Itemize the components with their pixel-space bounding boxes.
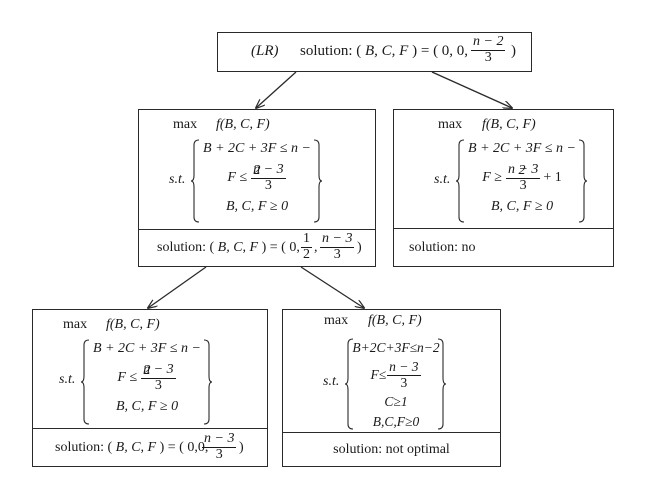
- right-brace-icon: [203, 339, 213, 425]
- constraint-2-lhs: F ≤: [117, 370, 138, 385]
- constraint-2-rhs: + 1: [543, 170, 562, 185]
- constraint-2-fraction: n − 3 3: [387, 359, 421, 390]
- node-divider: [33, 428, 267, 429]
- constraint-2-lhs: F ≥: [482, 170, 502, 185]
- solution-close: ): [357, 240, 362, 255]
- fraction-numerator: n − 3: [202, 431, 237, 448]
- right-brace-icon: [313, 139, 323, 223]
- root-content: (LR) solution: ( B, C, F ) = ( 0, 0,: [251, 43, 468, 60]
- bottom-right-solution: solution: not optimal: [333, 442, 450, 457]
- left-brace-icon: [456, 139, 465, 223]
- root-vars: B, C, F: [365, 43, 409, 59]
- solution-fraction-half: 1 2: [301, 231, 312, 262]
- solution-vars: B, C, F: [115, 440, 157, 455]
- constraint-1: B + 2C + 3F ≤ n − 2: [93, 341, 201, 378]
- left-brace-icon: [81, 339, 90, 425]
- root-node: (LR) solution: ( B, C, F ) = ( 0, 0, n −…: [217, 32, 532, 72]
- objective-function: f(B, C, F): [368, 313, 422, 328]
- edge-root-to-mid-right: [431, 71, 512, 108]
- constraint-2-fraction: n − 3 3: [505, 161, 541, 193]
- constraint-2-lhs: F ≤: [227, 170, 248, 185]
- constraint-2-fraction: n − 3 3: [251, 161, 286, 193]
- right-brace-icon: [578, 139, 588, 223]
- bottom-left-solution: solution: ( B, C, F ) = ( 0,0,: [55, 440, 208, 456]
- solution-eq: ) = ( 0,0,: [159, 440, 209, 455]
- objective-label: max: [63, 317, 88, 332]
- mid-right-node: max f(B, C, F) s.t. B + 2C + 3F ≤ n − 2 …: [393, 109, 614, 267]
- left-brace-icon: [191, 139, 200, 223]
- root-fraction-numerator: n − 2: [471, 34, 506, 51]
- subject-to-label: s.t.: [434, 172, 451, 187]
- constraint-2: F≤ n − 3 3: [351, 358, 441, 392]
- fraction-denominator: 3: [154, 377, 162, 393]
- objective-function: f(B, C, F): [106, 317, 160, 332]
- subject-to-label: s.t.: [59, 372, 76, 387]
- mid-right-solution: solution: no: [409, 240, 476, 255]
- fraction-numerator: n − 3: [387, 359, 421, 376]
- fraction-denominator: 2: [303, 246, 310, 262]
- fraction-numerator: n − 3: [251, 161, 286, 179]
- objective-label: max: [438, 117, 463, 132]
- root-label: (LR): [251, 43, 279, 59]
- node-divider: [139, 229, 375, 230]
- edge-mid-left-to-bottom-right: [300, 266, 364, 308]
- objective-label: max: [173, 117, 198, 132]
- node-divider: [283, 432, 500, 433]
- fraction-numerator: n − 3: [505, 161, 541, 179]
- edge-mid-left-to-bottom-left: [148, 266, 207, 308]
- edge-root-to-mid-left: [256, 71, 297, 108]
- subject-to-label: s.t.: [169, 172, 186, 187]
- subject-to-label: s.t.: [323, 374, 340, 389]
- fraction-denominator: 3: [519, 177, 527, 193]
- constraint-2: F ≤ n − 3 3: [199, 160, 315, 196]
- constraint-4: B,C,F≥0: [372, 414, 420, 429]
- solution-prefix: solution: (: [55, 440, 113, 455]
- solution-fraction: n − 3 3: [202, 431, 237, 462]
- constraints: B + 2C + 3F ≤ n − 2 F ≥ n − 3 3 + 1 B, C…: [464, 138, 580, 218]
- root-solution-eq: ) = ( 0, 0,: [412, 43, 469, 59]
- constraint-1: B + 2C + 3F ≤ n − 2: [203, 141, 311, 178]
- fraction-denominator: 3: [333, 246, 341, 262]
- root-fraction-denominator: 3: [484, 49, 492, 65]
- solution-fraction: n − 3 3: [320, 231, 355, 262]
- constraint-1: B+2C+3F≤n−2: [352, 340, 440, 355]
- solution-eq: ) = ( 0,: [261, 240, 300, 255]
- constraint-3: C≥1: [384, 394, 408, 409]
- node-divider: [394, 228, 613, 229]
- solution-vars: B, C, F: [217, 240, 259, 255]
- objective-label: max: [324, 313, 349, 328]
- root-solution-prefix: solution: (: [300, 43, 362, 59]
- constraint-2: F ≥ n − 3 3 + 1: [464, 160, 580, 196]
- fraction-numerator: n − 3: [320, 231, 355, 248]
- constraints: B + 2C + 3F ≤ n − 2 F ≤ n − 3 3 B, C, F …: [199, 138, 315, 218]
- solution-separator: ,: [314, 240, 318, 255]
- bottom-left-node: max f(B, C, F) s.t. B + 2C + 3F ≤ n − 2 …: [32, 309, 268, 467]
- constraint-1: B + 2C + 3F ≤ n − 2: [468, 141, 576, 178]
- mid-left-solution: solution: ( B, C, F ) = ( 0,: [157, 240, 300, 256]
- objective-function: f(B, C, F): [216, 117, 270, 132]
- bottom-right-node: max f(B, C, F) s.t. B+2C+3F≤n−2 F≤ n − 3…: [282, 309, 501, 467]
- constraint-3: B, C, F ≥ 0: [115, 399, 179, 414]
- left-brace-icon: [345, 338, 354, 430]
- constraint-2-fraction: n − 3 3: [141, 361, 176, 393]
- solution-prefix: solution: (: [157, 240, 215, 255]
- fraction-denominator: 3: [400, 374, 408, 390]
- constraint-2: F ≤ n − 3 3: [89, 360, 205, 396]
- fraction-denominator: 3: [215, 446, 223, 462]
- constraint-2-lhs: F≤: [370, 367, 387, 382]
- root-close: ): [511, 43, 516, 59]
- solution-close: ): [239, 440, 244, 455]
- constraints: B + 2C + 3F ≤ n − 2 F ≤ n − 3 3 B, C, F …: [89, 338, 205, 418]
- root-fraction: n − 2 3: [471, 34, 506, 65]
- mid-left-node: max f(B, C, F) s.t. B + 2C + 3F ≤ n − 2 …: [138, 109, 376, 267]
- fraction-denominator: 3: [264, 177, 272, 193]
- fraction-numerator: 1: [301, 231, 312, 248]
- constraints: B+2C+3F≤n−2 F≤ n − 3 3 C≥1 B,C,F≥0: [351, 338, 441, 432]
- objective-function: f(B, C, F): [482, 117, 536, 132]
- fraction-numerator: n − 3: [141, 361, 176, 379]
- constraint-3: B, C, F ≥ 0: [490, 199, 554, 214]
- right-brace-icon: [437, 338, 447, 430]
- constraint-3: B, C, F ≥ 0: [225, 199, 289, 214]
